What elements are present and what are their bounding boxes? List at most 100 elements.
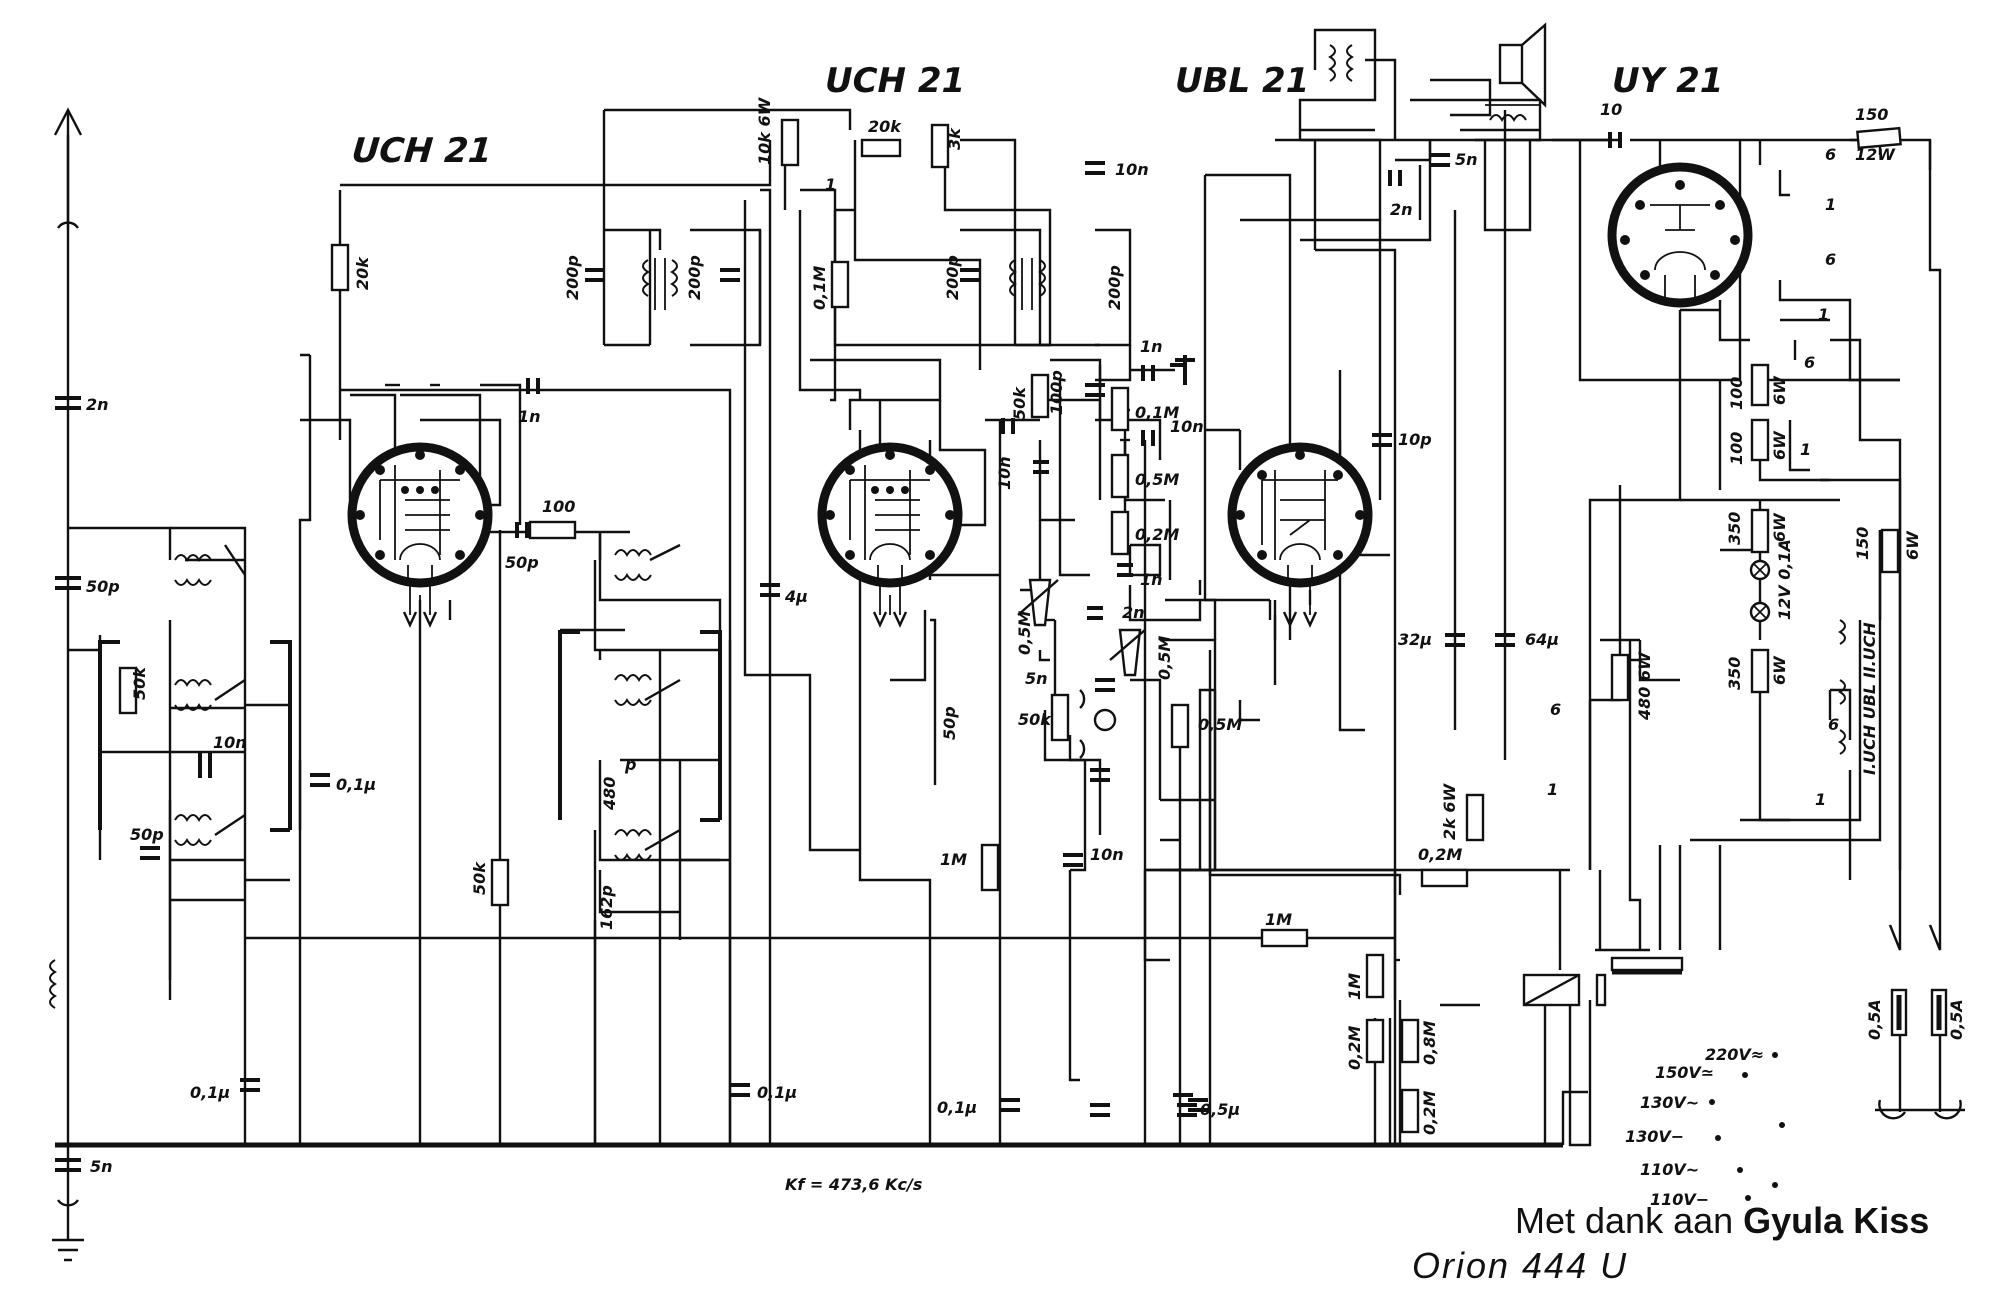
- label-c-64u: 64µ: [1525, 630, 1559, 649]
- credit-name: Gyula Kiss: [1743, 1200, 1930, 1241]
- label-sw1b: 1: [1818, 305, 1829, 324]
- label-r-20k-b: 20k: [868, 117, 902, 136]
- tube-label-4: UY 21: [1612, 61, 1723, 101]
- label-c-10n-a: 10n: [1115, 160, 1149, 179]
- label-r-50k-d: 50k: [1018, 710, 1052, 729]
- label-r-350-b: 350: [1725, 657, 1744, 690]
- label-w6e: 6W: [1903, 530, 1922, 560]
- label-fuse-a: 0,5A: [1865, 999, 1884, 1040]
- label-r-02M-c: 0,2M: [1345, 1026, 1364, 1070]
- label-sw1a: 1: [1825, 195, 1836, 214]
- label-c-10n-d: 10n: [1090, 845, 1124, 864]
- voltage-selector-dots: [1709, 1052, 1785, 1201]
- label-c-200p-a: 200p: [563, 255, 582, 300]
- tube-uch21-2: [817, 442, 963, 628]
- label-c-10n-c: 10n: [1170, 417, 1204, 436]
- label-r-20k: 20k: [353, 256, 372, 290]
- label-c-01u-d: 0,1µ: [937, 1098, 977, 1117]
- label-r-350-a: 350: [1725, 512, 1744, 545]
- label-c-5n-gnd: 5n: [90, 1157, 113, 1176]
- label-w6d: 6W: [1770, 655, 1789, 685]
- label-c-2n-c: 2n: [1390, 200, 1413, 219]
- resistors: [118, 118, 1902, 1134]
- label-pot-05M: 0,5M: [1015, 611, 1034, 655]
- label-sw6c: 6: [1804, 353, 1815, 372]
- tube-label-2: UCH 21: [825, 61, 965, 101]
- lamps-switches-fuses: [1079, 559, 1948, 1037]
- label-r-02M-b: 0,2M: [1418, 845, 1462, 864]
- label-sw1: 1: [825, 175, 836, 194]
- label-r-01M-b: 0,1M: [1135, 403, 1179, 422]
- label-p-mark: p: [624, 755, 636, 774]
- label-c-10p: 10p: [1398, 430, 1432, 449]
- label-r-02M-d: 0,2M: [1420, 1091, 1439, 1135]
- tube-uch21-1: [347, 442, 493, 628]
- label-c-32u: 32µ: [1398, 630, 1432, 649]
- label-v110b: 110V−: [1650, 1190, 1709, 1209]
- label-pot-05M-b: 0,5M: [1155, 636, 1174, 680]
- label-sw1c: 1: [1800, 440, 1811, 459]
- label-r-100-6w-a: 100: [1727, 377, 1746, 410]
- label-r-480: 480: [600, 777, 619, 811]
- credit-line: Met dank aan Gyula Kiss: [1515, 1200, 1929, 1242]
- label-r-10k-6w: 10k 6W: [755, 96, 774, 165]
- label-r-2k-6w: 2k 6W: [1440, 783, 1459, 840]
- label-sw1d: 1: [1547, 780, 1558, 799]
- label-c-10n-coil: 10n: [213, 733, 247, 752]
- label-heaters: I.UCH UBL II.UCH: [1860, 622, 1879, 775]
- label-c-1n-b: 1n: [1140, 337, 1163, 356]
- model-name: Orion 444 U: [1412, 1245, 1629, 1286]
- speaker-icon: [1498, 22, 1547, 108]
- label-c-200p-d: 200p: [1105, 265, 1124, 310]
- label-sw6d: 6: [1550, 700, 1561, 719]
- label-v130b: 130V−: [1625, 1127, 1684, 1146]
- label-r-150-12w-b: 12W: [1855, 145, 1896, 164]
- label-c-162p: 162p: [597, 885, 616, 930]
- tube-label-1: UCH 21: [350, 131, 494, 171]
- label-r-100-6w-b: 100: [1727, 432, 1746, 465]
- label-v130a: 130V~: [1640, 1093, 1699, 1112]
- label-r-01M-a: 0,1M: [810, 266, 829, 310]
- label-c-200p-b: 200p: [685, 255, 704, 300]
- potentiometers: [1017, 578, 1146, 677]
- label-c-01u-a: 0,1µ: [336, 775, 376, 794]
- label-c-10n-b: 10n: [995, 456, 1014, 490]
- label-r-150-6w: 150: [1853, 527, 1872, 560]
- label-c-50p-ant: 50p: [86, 577, 120, 596]
- label-r-3k: 3k: [945, 127, 964, 150]
- label-r-50k-c: 50k: [1010, 386, 1029, 420]
- label-r-480-6w: 480 6W: [1635, 651, 1654, 721]
- label-fuse-b: 0,5A: [1947, 999, 1966, 1040]
- label-c-5n-b: 5n: [1025, 669, 1048, 688]
- label-c-01u-b: 0,1µ: [190, 1083, 230, 1102]
- label-r-05M-b: 0,5M: [1198, 715, 1242, 734]
- label-c-100p: 100p: [1047, 370, 1066, 415]
- label-r-08M: 0,8M: [1420, 1021, 1439, 1065]
- label-w6a: 6W: [1770, 375, 1789, 405]
- label-kf: Kf = 473,6 Kc/s: [785, 1175, 922, 1194]
- label-c-2n-b: 2n: [1122, 603, 1145, 622]
- tube-uy21: [1607, 162, 1753, 308]
- label-r-1M-b: 1M: [1265, 910, 1292, 929]
- tube-labels: UCH 21 UCH 21 UBL 21 UY 21: [350, 61, 1723, 171]
- label-c-1n-grid: 1n: [518, 407, 541, 426]
- component-labels: 2n 50p 5n 50k 10n 50p 0,1µ 20k 1n 100 50…: [86, 96, 1966, 1209]
- label-c-50p-d: 50p: [940, 706, 959, 740]
- label-lamp: 12V 0,1A: [1775, 539, 1794, 620]
- label-c-1n-c: 1n: [1140, 570, 1163, 589]
- label-sw1e: 1: [1815, 790, 1826, 809]
- label-v110a: 110V~: [1640, 1160, 1699, 1179]
- label-w6c: 6W: [1770, 512, 1789, 542]
- label-c-01u-c: 0,1µ: [757, 1083, 797, 1102]
- label-r-150-12w: 150: [1855, 105, 1888, 124]
- label-sw6e: 6: [1828, 715, 1839, 734]
- label-r-50k-coil: 50k: [130, 666, 149, 700]
- rf-coil-blocks: [49, 44, 1540, 1009]
- label-c-10-uy: 10: [1600, 100, 1622, 119]
- label-c-200p-c: 200p: [943, 255, 962, 300]
- label-r-100: 100: [542, 497, 575, 516]
- tube-label-3: UBL 21: [1175, 61, 1309, 101]
- label-r-05M-a: 0,5M: [1135, 470, 1179, 489]
- label-c-05u: 0,5µ: [1200, 1100, 1240, 1119]
